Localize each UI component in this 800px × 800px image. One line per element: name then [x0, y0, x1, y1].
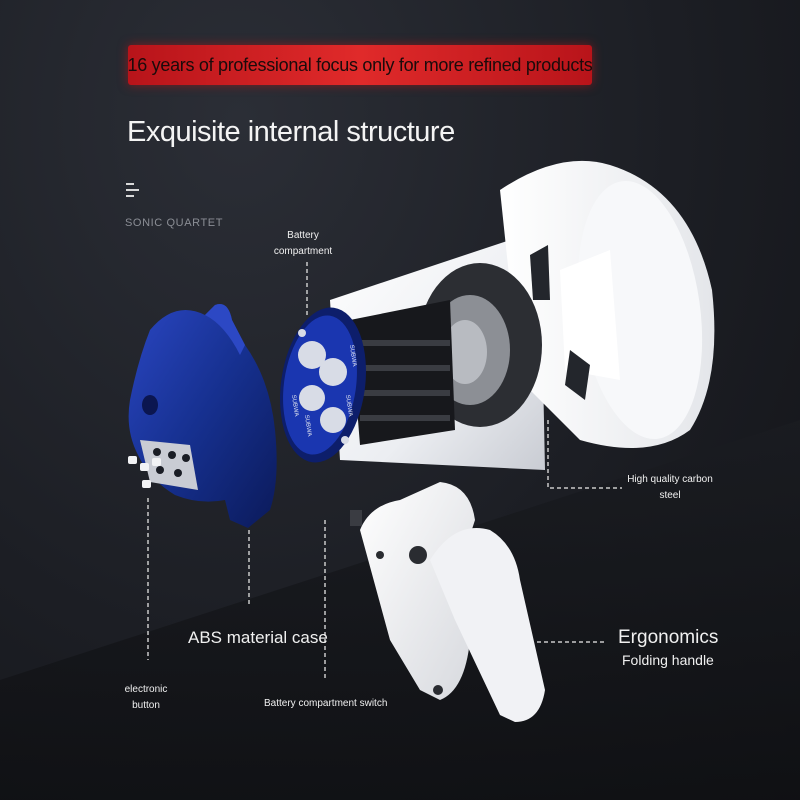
callout-folding-handle: Folding handle [622, 652, 714, 668]
battery-compartment-disc: SUBWA SUBWA SUBWA SUBWA [280, 307, 366, 463]
battery-text-3: SUBWA [344, 394, 353, 416]
button-nub-4 [142, 480, 151, 488]
callout-lines [147, 262, 622, 680]
internal-driver [350, 263, 542, 445]
battery-text-4: SUBWA [303, 414, 312, 436]
button-nub-3 [152, 458, 161, 466]
callout-battery-switch: Battery compartment switch [264, 698, 388, 709]
battery-text-1: SUBWA [290, 394, 299, 416]
leader-carbon [547, 420, 622, 489]
callout-carbon-line2: steel [659, 490, 681, 501]
callout-battery-line1: Battery [287, 230, 319, 241]
callout-battery-compartment: Battery compartment [262, 228, 344, 260]
callout-ergonomics: Ergonomics [618, 627, 719, 648]
button-nub-2 [140, 463, 149, 471]
battery-text-2: SUBWA [348, 344, 357, 366]
abs-rear-case [128, 304, 277, 528]
folding-handle [350, 482, 545, 722]
banner-text: 16 years of professional focus only for … [127, 54, 593, 75]
callout-carbon-steel: High quality carbon steel [618, 472, 722, 504]
page-title: Exquisite internal structure [127, 116, 455, 148]
brand-name: SONIC QUARTET [125, 217, 224, 229]
callout-battery-line2: compartment [273, 246, 333, 257]
callout-electronic-button: electronic button [110, 682, 182, 714]
promo-banner: 16 years of professional focus only for … [127, 45, 593, 85]
brand-bars-icon [126, 183, 140, 199]
callout-abs-case: ABS material case [188, 628, 328, 647]
callout-electronic-line2: button [132, 700, 160, 711]
callout-carbon-line1: High quality carbon [627, 474, 713, 485]
callout-electronic-line1: electronic [124, 684, 168, 695]
button-nub-1 [128, 456, 137, 464]
